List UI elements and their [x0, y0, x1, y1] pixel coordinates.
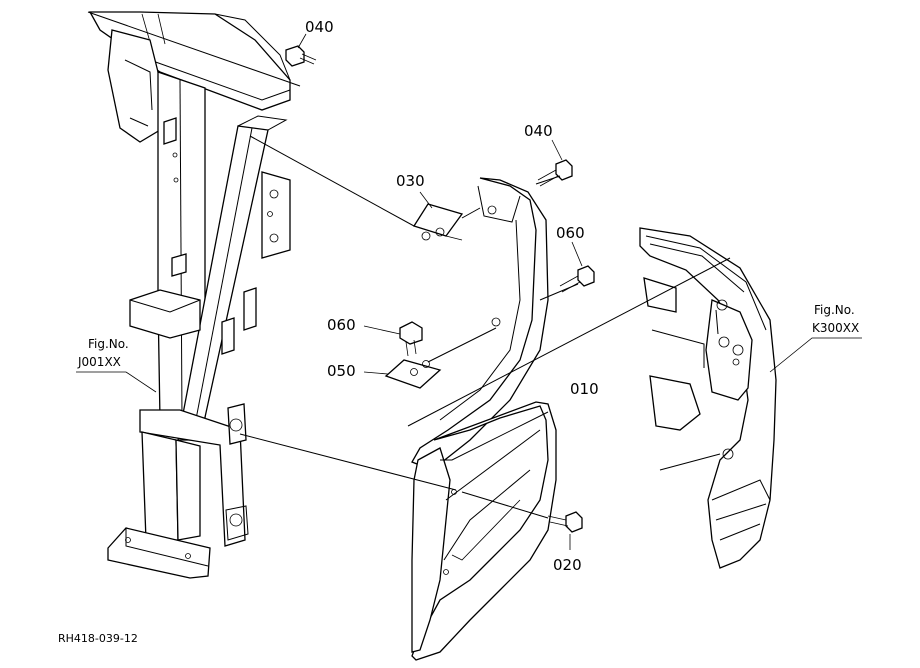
callout-030: 030 — [396, 172, 425, 190]
bolt-040-right — [537, 159, 573, 187]
plate-050 — [384, 359, 442, 389]
callout-040-top: 040 — [305, 18, 334, 36]
bolt-040-top — [285, 45, 317, 67]
callout-050: 050 — [327, 362, 356, 380]
fig-ref-right-code: K300XX — [812, 321, 859, 335]
fig-ref-right-label: Fig.No. — [814, 303, 855, 317]
front-cover-assembly — [411, 177, 557, 661]
fig-ref-left-code: J001XX — [77, 355, 121, 369]
left-frame-assembly — [88, 11, 291, 579]
right-bumper-assembly — [639, 227, 777, 569]
drawing-code: RH418-039-12 — [58, 632, 138, 645]
bolt-020 — [547, 511, 583, 533]
callout-040-right: 040 — [524, 122, 553, 140]
callout-020: 020 — [553, 556, 582, 574]
assembly-lines — [76, 11, 862, 550]
fig-ref-left-label: Fig.No. — [88, 337, 129, 351]
bolt-060-left — [399, 321, 423, 357]
callout-060-left: 060 — [327, 316, 356, 334]
callout-060-right: 060 — [556, 224, 585, 242]
clip-030 — [412, 203, 464, 241]
bolt-060-right — [559, 265, 595, 293]
callout-010: 010 — [570, 380, 599, 398]
